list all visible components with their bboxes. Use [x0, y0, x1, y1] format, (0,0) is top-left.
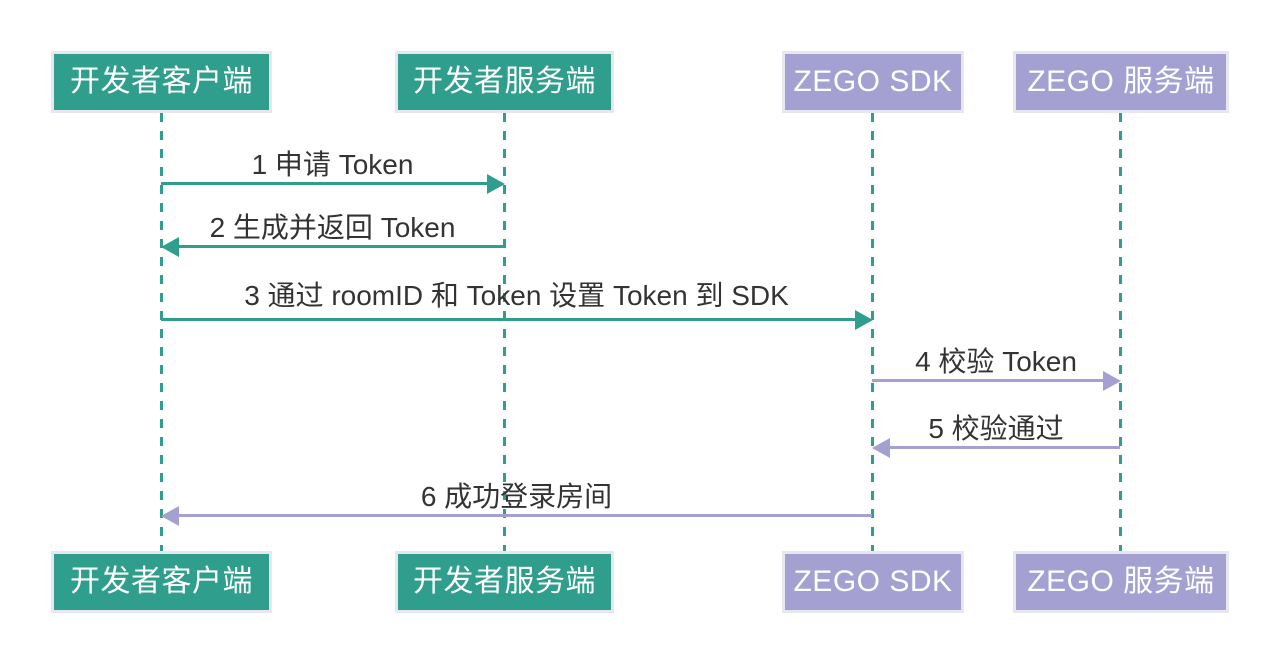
message-label-3: 3 通过 roomID 和 Token 设置 Token 到 SDK: [244, 280, 789, 311]
participant-footer-zego-server[interactable]: ZEGO 服务端: [1013, 551, 1229, 613]
message-label-2: 2 生成并返回 Token: [209, 212, 456, 243]
arrow-head-right-icon-4: [1103, 371, 1121, 391]
lifeline-dev-client: [160, 113, 163, 551]
lifeline-zego-server: [1119, 113, 1122, 551]
participant-header-dev-client[interactable]: 开发者客户端: [51, 51, 272, 113]
participant-footer-dev-server[interactable]: 开发者服务端: [395, 551, 614, 613]
message-line-1: [161, 182, 487, 185]
lifeline-zego-sdk: [871, 113, 874, 551]
participant-header-zego-sdk[interactable]: ZEGO SDK: [782, 51, 964, 113]
arrow-head-right-icon-3: [855, 310, 873, 330]
message-label-6: 6 成功登录房间: [420, 481, 613, 512]
participant-header-zego-server[interactable]: ZEGO 服务端: [1013, 51, 1229, 113]
participant-label: ZEGO 服务端: [1027, 65, 1215, 98]
message-line-4: [872, 379, 1103, 382]
message-line-5: [890, 446, 1120, 449]
participant-label: 开发者服务端: [413, 565, 596, 598]
message-label-1: 1 申请 Token: [251, 149, 414, 180]
participant-footer-dev-client[interactable]: 开发者客户端: [51, 551, 272, 613]
participant-header-dev-server[interactable]: 开发者服务端: [395, 51, 614, 113]
participant-footer-zego-sdk[interactable]: ZEGO SDK: [782, 551, 964, 613]
participant-label: 开发者客户端: [70, 565, 253, 598]
message-label-5: 5 校验通过: [928, 413, 1064, 444]
message-line-2: [179, 245, 504, 248]
arrow-head-left-icon-2: [161, 237, 179, 257]
lifeline-dev-server: [503, 113, 506, 551]
participant-label: ZEGO SDK: [793, 565, 953, 598]
message-line-6: [179, 514, 872, 517]
arrow-head-left-icon-5: [872, 438, 890, 458]
participant-label: ZEGO SDK: [793, 65, 953, 98]
arrow-head-left-icon-6: [161, 506, 179, 526]
participant-label: ZEGO 服务端: [1027, 565, 1215, 598]
message-line-3: [161, 318, 855, 321]
participant-label: 开发者服务端: [413, 65, 596, 98]
participant-label: 开发者客户端: [70, 65, 253, 98]
arrow-head-right-icon-1: [487, 174, 505, 194]
message-label-4: 4 校验 Token: [915, 346, 1077, 377]
